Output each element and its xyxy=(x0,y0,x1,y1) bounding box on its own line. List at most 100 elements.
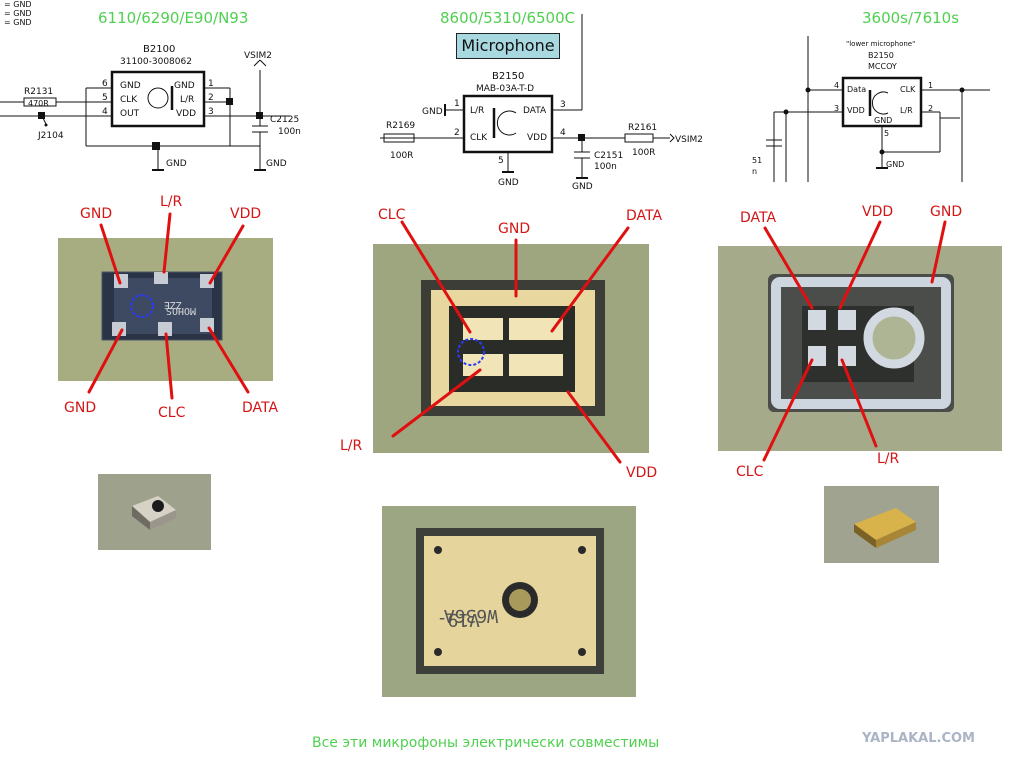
note-label: "lower microphone" xyxy=(846,40,915,48)
pin-number: 3 xyxy=(834,104,839,113)
pin-number: 4 xyxy=(102,107,108,117)
part-number: MAB-03A-T-D xyxy=(476,84,534,94)
pin-number: 1 xyxy=(208,79,214,89)
gnd-label: GND xyxy=(498,178,519,188)
gnd-label: GND xyxy=(422,107,443,117)
pointer-line xyxy=(566,390,622,464)
capacitor-fragment: 51 xyxy=(752,156,762,165)
label-lr: L/R xyxy=(160,194,183,210)
label-lr: L/R xyxy=(877,451,900,467)
gnd-label: GND xyxy=(266,159,287,169)
legend-item: = GND xyxy=(4,0,32,9)
label-gnd: GND xyxy=(498,221,531,237)
pin-label: L/R xyxy=(180,95,194,105)
legend-item: = GND xyxy=(4,18,32,27)
pin-label: GND xyxy=(874,116,892,125)
pointer-line xyxy=(164,332,174,400)
supply-label: VSIM2 xyxy=(244,51,272,61)
chip-marking: MOHOS xyxy=(166,305,196,316)
pointer-line xyxy=(207,326,250,394)
label-data: DATA xyxy=(242,400,279,416)
part-number: 31100-3008062 xyxy=(120,57,192,67)
capacitor-label: C2151 xyxy=(594,151,623,161)
mic-3-small-drawing xyxy=(854,508,916,548)
pin-label: GND xyxy=(120,81,141,91)
photo-mic-1-small xyxy=(98,474,211,550)
pin-number: 3 xyxy=(560,100,566,110)
pointer-line xyxy=(400,220,472,334)
part-label: B2150 xyxy=(868,51,894,60)
module-title-2: 8600/5310/6500C xyxy=(440,9,576,27)
part-label: B2100 xyxy=(143,44,175,55)
pin-label: VDD xyxy=(527,133,547,143)
label-clc: CLC xyxy=(378,207,406,223)
pin-number: 6 xyxy=(102,79,108,89)
capacitor-fragment: n xyxy=(752,167,757,176)
mic-marking: W636A xyxy=(444,605,498,626)
photo-mic-3-pads xyxy=(718,246,1002,451)
photo-mic-3-small xyxy=(824,486,939,563)
pin-number: 5 xyxy=(498,156,504,166)
pointer-line xyxy=(762,358,814,462)
pin-number: 4 xyxy=(560,128,566,138)
resistor-value: 100R xyxy=(632,148,655,158)
resistor-label: R2169 xyxy=(386,121,415,131)
pin-label: VDD xyxy=(847,106,865,115)
schematic-2: L/R CLK DATA VDD 1 2 3 4 5 B2150 MAB-03A… xyxy=(380,14,703,190)
label-gnd: GND xyxy=(930,204,963,220)
pin-number: 2 xyxy=(454,128,460,138)
pin-label: CLK xyxy=(120,95,138,105)
resistor-value: 100R xyxy=(390,151,413,161)
pin-number: 1 xyxy=(454,99,460,109)
part-number: MCCOY xyxy=(868,62,897,71)
pin-label: GND xyxy=(174,81,195,91)
pointer-line xyxy=(840,358,878,448)
module-title-1: 6110/6290/E90/N93 xyxy=(98,9,249,27)
part-label: B2150 xyxy=(492,71,524,82)
pin-label: CLK xyxy=(470,133,488,143)
mic-marking: V19- xyxy=(437,609,480,630)
resistor-value: 470R xyxy=(28,99,49,108)
pointer-line xyxy=(99,223,122,285)
chip-marking: ZZE xyxy=(164,299,182,310)
pointer-line xyxy=(208,224,245,285)
jumper-label: J2104 xyxy=(37,131,64,141)
label-clc: CLC xyxy=(158,405,186,421)
schematic-3: "lower microphone" B2150 MCCOY Data VDD … xyxy=(752,36,990,182)
label-vdd: VDD xyxy=(626,465,658,481)
supply-label: VSIM2 xyxy=(675,135,703,145)
pin-label: L/R xyxy=(470,106,484,116)
pin-number: 1 xyxy=(928,81,933,90)
watermark: YAPLAKAL.COM xyxy=(862,731,975,746)
mic-1-small-drawing xyxy=(132,496,176,530)
pointer-line xyxy=(763,226,814,310)
pin-number: 3 xyxy=(208,107,214,117)
pointer-line xyxy=(838,220,882,310)
pin-number: 5 xyxy=(884,129,889,138)
gnd-label: GND xyxy=(166,159,187,169)
mic-2-top-drawing: V19- W636A xyxy=(416,528,604,674)
schematic-1: GND CLK OUT GND L/R VDD 6 5 4 1 2 3 B210… xyxy=(0,44,301,171)
pin-label: VDD xyxy=(176,109,196,119)
gnd-label: GND xyxy=(572,182,593,190)
label-data: DATA xyxy=(740,210,777,226)
photo-mic-2-top: V19- W636A xyxy=(382,506,636,697)
pointer-line xyxy=(162,212,172,274)
capacitor-value: 100n xyxy=(594,162,617,172)
gnd-label: GND xyxy=(886,160,904,169)
label-vdd: VDD xyxy=(230,206,262,222)
resistor-label: R2131 xyxy=(24,87,53,97)
microphone-badge: Microphone xyxy=(456,33,560,59)
pin-label: CLK xyxy=(900,85,916,94)
pin-number: 4 xyxy=(834,81,839,90)
legend: = GND = GND = GND xyxy=(4,0,32,27)
pin-label: DATA xyxy=(523,106,547,116)
pointer-line xyxy=(87,328,124,394)
pointer-line xyxy=(550,226,630,333)
pin-number: 2 xyxy=(208,93,214,103)
module-title-3: 3600s/7610s xyxy=(862,9,960,27)
capacitor-value: 100n xyxy=(278,127,301,137)
label-data: DATA xyxy=(626,208,663,224)
mic-3-pads-drawing xyxy=(768,274,954,412)
